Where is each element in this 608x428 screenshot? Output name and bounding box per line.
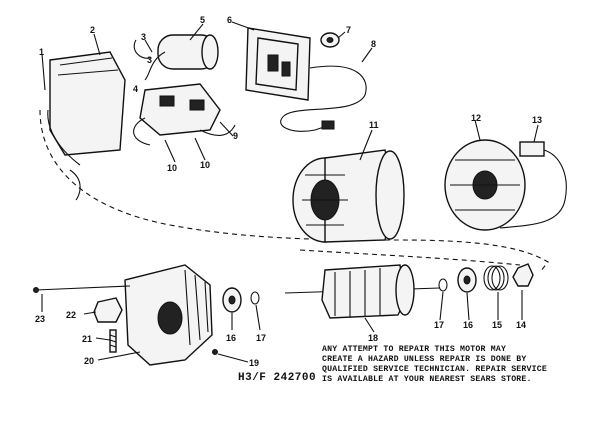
label-6: 6 [227, 15, 232, 25]
label-13: 13 [532, 115, 542, 125]
label-10b: 10 [200, 160, 210, 170]
label-17a: 17 [256, 333, 266, 343]
label-16b: 16 [463, 320, 473, 330]
terminal-plate [245, 27, 311, 101]
label-23: 23 [35, 314, 45, 324]
spring [483, 265, 509, 291]
repair-warning: ANY ATTEMPT TO REPAIR THIS MOTOR MAY CRE… [322, 345, 547, 384]
stator [292, 149, 405, 243]
lead-connector [499, 141, 567, 229]
rotor [284, 264, 441, 319]
label-16a: 16 [226, 333, 236, 343]
part-numbers: 1 2 3 3 4 5 6 7 8 9 10 10 11 12 13 14 15… [35, 15, 542, 368]
wire-path-lower [299, 249, 521, 266]
bearing-left [222, 287, 242, 313]
bearing-right [457, 267, 477, 293]
label-4: 4 [133, 84, 138, 94]
label-17b: 17 [434, 320, 444, 330]
diagram-code: H3/F 242700 [238, 372, 317, 384]
wire-path-outline [39, 109, 549, 273]
nut [512, 263, 534, 287]
label-15: 15 [492, 320, 502, 330]
label-22: 22 [66, 310, 76, 320]
terminal-cover [47, 51, 126, 201]
label-18: 18 [368, 333, 378, 343]
plug [321, 120, 335, 130]
end-bracket [124, 264, 213, 366]
label-11: 11 [369, 120, 379, 130]
label-2: 2 [90, 25, 95, 35]
label-19: 19 [249, 358, 259, 368]
label-1: 1 [39, 47, 44, 57]
label-12: 12 [471, 113, 481, 123]
retaining-ring-left [250, 291, 260, 305]
leader-lines [41, 21, 539, 363]
label-21: 21 [82, 334, 92, 344]
capacitor [144, 34, 219, 81]
power-cord [280, 65, 367, 132]
label-5: 5 [200, 15, 205, 25]
washer [212, 349, 218, 355]
label-3: 3 [141, 32, 146, 42]
label-9: 9 [233, 131, 238, 141]
grommet [320, 32, 340, 48]
label-20: 20 [84, 356, 94, 366]
label-7: 7 [346, 25, 351, 35]
through-bolt [33, 285, 131, 293]
bushing [93, 297, 123, 323]
retaining-ring-right [438, 278, 448, 292]
label-10a: 10 [167, 163, 177, 173]
label-3b: 3 [147, 55, 152, 65]
label-14: 14 [516, 320, 526, 330]
switch-assembly [133, 39, 236, 146]
end-shield [444, 139, 526, 231]
screw [109, 329, 117, 353]
label-8: 8 [371, 39, 376, 49]
